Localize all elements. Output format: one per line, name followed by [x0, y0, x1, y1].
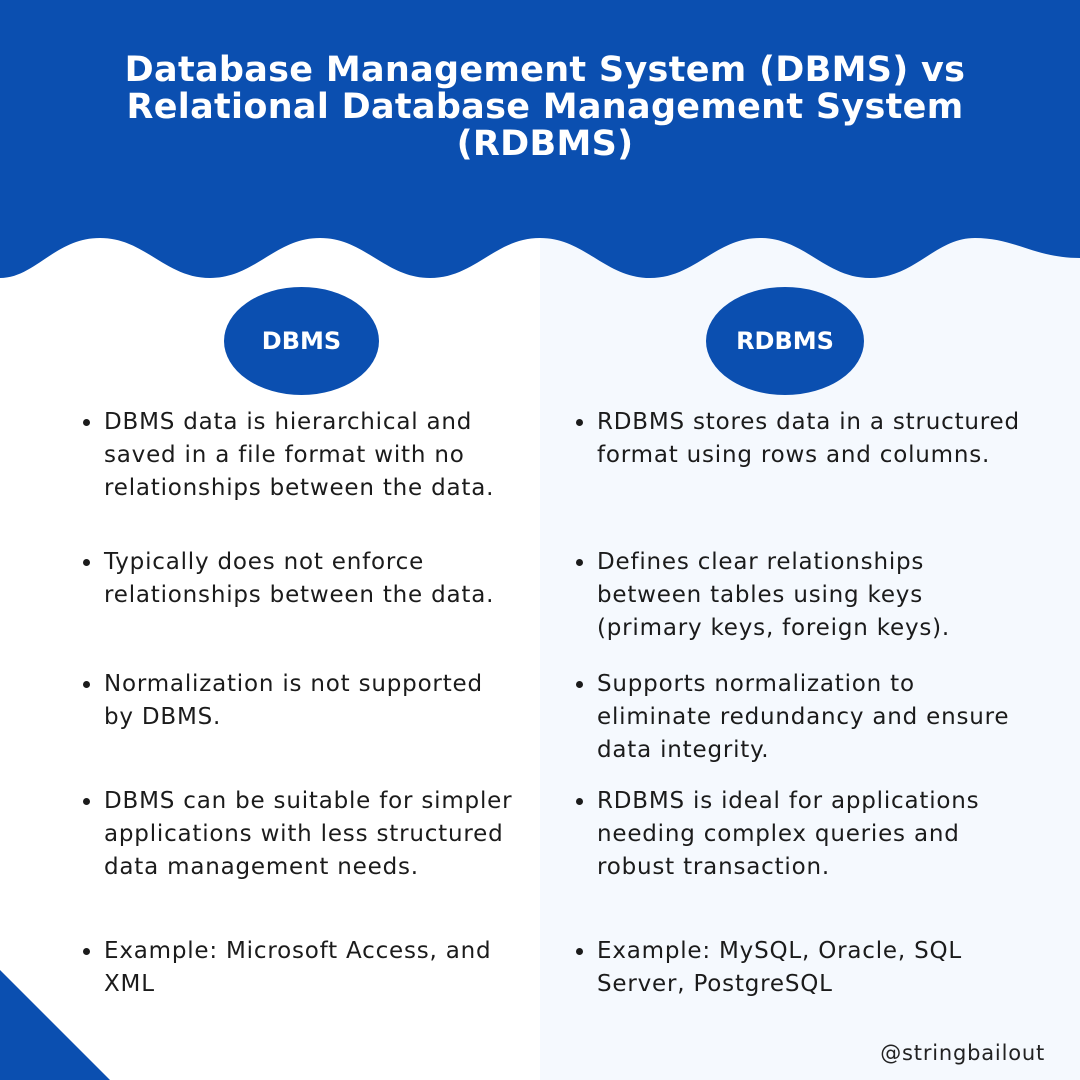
rdbms-point-relationships: Defines clear relationships between tabl… — [576, 546, 1027, 645]
page-title: Database Management System (DBMS) vs Rel… — [40, 52, 1050, 163]
rdbms-point-normalization: Supports normalization to eliminate redu… — [576, 668, 1027, 767]
rdbms-point-structure: RDBMS stores data in a structured format… — [576, 406, 1027, 472]
header-wave-banner — [0, 0, 1080, 278]
rdbms-point-use-case: RDBMS is ideal for applications needing … — [576, 785, 1027, 884]
corner-triangle-decoration — [0, 970, 110, 1080]
dbms-heading-badge: DBMS — [224, 287, 379, 395]
social-handle: @stringbailout — [880, 1041, 1045, 1065]
rdbms-heading-badge: RDBMS — [706, 287, 864, 395]
dbms-point-structure: DBMS data is hierarchical and saved in a… — [83, 406, 514, 505]
dbms-point-use-case: DBMS can be suitable for simpler applica… — [83, 785, 514, 884]
rdbms-point-example: Example: MySQL, Oracle, SQL Server, Post… — [576, 935, 1027, 1001]
title-line-3: (RDBMS) — [456, 124, 634, 164]
title-line-2: Relational Database Management System — [126, 87, 964, 127]
dbms-point-normalization: Normalization is not supported by DBMS. — [83, 668, 514, 734]
title-line-1: Database Management System (DBMS) vs — [124, 50, 966, 90]
dbms-point-example: Example: Microsoft Access, and XML — [83, 935, 514, 1001]
dbms-point-relationships: Typically does not enforce relationships… — [83, 546, 514, 612]
